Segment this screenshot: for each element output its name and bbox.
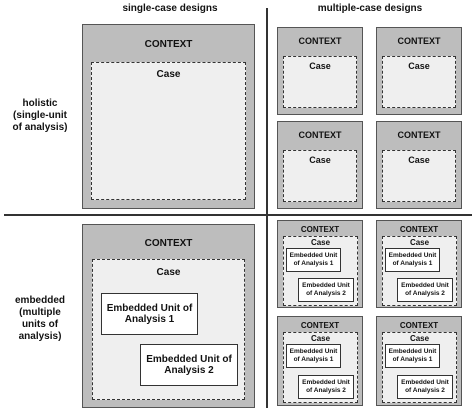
case-label: Case xyxy=(408,61,430,71)
row-label-holistic: holistic (single-unit of analysis) xyxy=(2,98,78,134)
case-box: Case xyxy=(283,150,357,202)
case-label: Case xyxy=(309,61,331,71)
embedded-unit-2: Embedded Unit of Analysis 2 xyxy=(397,278,453,302)
row-label-holistic-line1: holistic xyxy=(22,98,58,109)
case-label: Case xyxy=(309,155,331,165)
context-multi-embedded-3: CONTEXT Case Embedded Unit of Analysis 1… xyxy=(277,316,363,406)
row-label-embedded-line2: (multiple xyxy=(19,307,61,318)
case-box: Case Embedded Unit of Analysis 1 Embedde… xyxy=(283,236,358,306)
case-box: Case xyxy=(382,56,456,108)
context-single-embedded: CONTEXT Case Embedded Unit of Analysis 1… xyxy=(82,224,255,408)
case-box: Case Embedded Unit of Analysis 1 Embedde… xyxy=(283,332,358,403)
context-multi-embedded-2: CONTEXT Case Embedded Unit of Analysis 1… xyxy=(376,220,462,308)
embedded-unit-1: Embedded Unit of Analysis 1 xyxy=(286,344,341,368)
context-label: CONTEXT xyxy=(399,321,439,330)
embedded-unit-2: Embedded Unit of Analysis 2 xyxy=(298,278,354,302)
case-label: Case xyxy=(409,238,430,247)
case-box: Case xyxy=(382,150,456,202)
embedded-unit-1: Embedded Unit of Analysis 1 xyxy=(101,293,198,335)
embedded-unit-2: Embedded Unit of Analysis 2 xyxy=(397,375,453,399)
header-multiple-case: multiple-case designs xyxy=(317,3,423,14)
case-box: Case xyxy=(283,56,357,108)
case-box: Case xyxy=(91,62,246,200)
row-label-holistic-line2: (single-unit xyxy=(13,110,67,121)
context-label: CONTEXT xyxy=(298,130,342,140)
row-label-embedded-line3: units of xyxy=(21,319,59,330)
embedded-unit-1: Embedded Unit of Analysis 1 xyxy=(385,248,440,272)
context-label: CONTEXT xyxy=(144,39,193,50)
case-label: Case xyxy=(409,334,430,343)
context-label: CONTEXT xyxy=(397,130,441,140)
context-label: CONTEXT xyxy=(300,225,340,234)
row-label-embedded-line4: analysis) xyxy=(18,331,62,342)
embedded-unit-1: Embedded Unit of Analysis 1 xyxy=(286,248,341,272)
context-multi-embedded-1: CONTEXT Case Embedded Unit of Analysis 1… xyxy=(277,220,363,308)
context-label: CONTEXT xyxy=(144,238,193,249)
case-box: Case Embedded Unit of Analysis 1 Embedde… xyxy=(382,236,457,306)
case-label: Case xyxy=(408,155,430,165)
context-label: CONTEXT xyxy=(399,225,439,234)
embedded-unit-2: Embedded Unit of Analysis 2 xyxy=(140,344,238,386)
embedded-unit-2: Embedded Unit of Analysis 2 xyxy=(298,375,354,399)
horizontal-divider xyxy=(4,214,472,216)
row-label-embedded: embedded (multiple units of analysis) xyxy=(2,295,78,343)
context-multi-embedded-4: CONTEXT Case Embedded Unit of Analysis 1… xyxy=(376,316,462,406)
case-label: Case xyxy=(156,267,181,278)
context-label: CONTEXT xyxy=(397,36,441,46)
row-label-embedded-line1: embedded xyxy=(14,295,65,306)
embedded-unit-1: Embedded Unit of Analysis 1 xyxy=(385,344,440,368)
context-multi-holistic-4: CONTEXT Case xyxy=(376,121,462,209)
case-label: Case xyxy=(310,334,331,343)
context-multi-holistic-3: CONTEXT Case xyxy=(277,121,363,209)
vertical-divider xyxy=(266,8,268,408)
case-label: Case xyxy=(310,238,331,247)
case-label: Case xyxy=(156,69,181,80)
case-box: Case Embedded Unit of Analysis 1 Embedde… xyxy=(382,332,457,403)
row-label-holistic-line3: of analysis) xyxy=(12,122,68,133)
context-single-holistic: CONTEXT Case xyxy=(82,24,255,209)
header-single-case: single-case designs xyxy=(122,3,218,14)
context-label: CONTEXT xyxy=(300,321,340,330)
case-box: Case Embedded Unit of Analysis 1 Embedde… xyxy=(92,259,245,400)
context-label: CONTEXT xyxy=(298,36,342,46)
context-multi-holistic-1: CONTEXT Case xyxy=(277,27,363,115)
context-multi-holistic-2: CONTEXT Case xyxy=(376,27,462,115)
